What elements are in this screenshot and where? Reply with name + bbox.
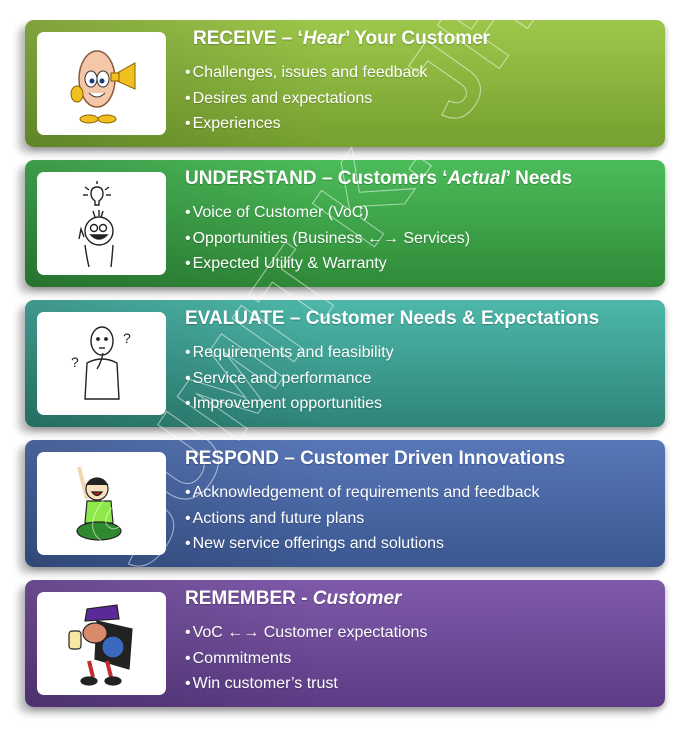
card-understand: UNDERSTAND – Customers ‘Actual’ Needs Vo… (25, 160, 665, 287)
card-title: RECEIVE – ‘Hear’ Your Customer (193, 28, 490, 50)
title-text: RECEIVE – ‘ (193, 28, 303, 49)
lantern-character-icon (67, 603, 133, 686)
bullet-item: New service offerings and solutions (185, 531, 539, 557)
bullet-item: Acknowledgement of requirements and feed… (185, 480, 540, 506)
title-text: RESPOND – Customer Driven Innovations (185, 448, 566, 469)
ear-megaphone-icon (70, 49, 135, 123)
bullet-item: Desires and expectations (185, 86, 427, 112)
title-emphasis: Customer (312, 588, 402, 609)
title-text-end: ’ Needs (505, 168, 573, 189)
bullet-item: Experiences (185, 111, 427, 137)
cheering-child-image (37, 452, 166, 555)
bullet-item: Win customer’s trust (185, 671, 427, 697)
bullet-item: Improvement opportunities (185, 391, 394, 417)
bullet-item: Challenges, issues and feedback (185, 60, 428, 86)
lantern-character-image (37, 592, 166, 695)
cheering-child-icon (75, 466, 122, 541)
title-emphasis: Actual (447, 168, 506, 189)
title-text-end: ’ Your Customer (345, 28, 491, 49)
bullet-list: Acknowledgement of requirements and feed… (185, 480, 540, 557)
card-remember: REMEMBER - Customer VoC ←→ Customer expe… (25, 580, 665, 707)
title-emphasis: Hear (302, 28, 346, 49)
title-text: EVALUATE – Customer Needs & Expectations (185, 308, 600, 329)
card-title: REMEMBER - Customer (185, 588, 401, 610)
thinking-person-image: ? ? (37, 312, 166, 415)
lightbulb-idea-icon (77, 180, 114, 267)
card-evaluate: ? ? EVALUATE – Customer Needs & Expectat… (25, 300, 665, 427)
idea-person-image (37, 172, 166, 275)
bullet-list: Voice of Customer (VoC) Opportunities (B… (185, 200, 470, 277)
bullet-list: Requirements and feasibility Service and… (185, 340, 394, 417)
bullet-item: Voice of Customer (VoC) (185, 200, 470, 226)
thinking-person-icon: ? ? (71, 325, 131, 400)
bullet-item: VoC ←→ Customer expectations (185, 620, 428, 646)
card-respond: RESPOND – Customer Driven Innovations Ac… (25, 440, 665, 567)
bullet-list: Challenges, issues and feedback Desires … (185, 60, 428, 137)
svg-text:?: ? (71, 354, 79, 370)
card-receive: RECEIVE – ‘Hear’ Your Customer Challenge… (25, 20, 665, 147)
bullet-item: Commitments (185, 646, 427, 672)
ear-megaphone-image (37, 32, 166, 135)
bullet-item: Service and performance (185, 366, 394, 392)
card-title: EVALUATE – Customer Needs & Expectations (185, 308, 599, 330)
bullet-item: Actions and future plans (185, 506, 539, 532)
card-title: UNDERSTAND – Customers ‘Actual’ Needs (185, 168, 572, 190)
card-title: RESPOND – Customer Driven Innovations (185, 448, 565, 470)
bullet-item: Expected Utility & Warranty (185, 251, 470, 277)
bullet-item: Opportunities (Business ←→ Services) (185, 226, 470, 252)
svg-text:?: ? (123, 330, 131, 346)
bullet-item: Requirements and feasibility (185, 340, 394, 366)
title-text: UNDERSTAND – Customers ‘ (185, 168, 448, 189)
title-text: REMEMBER - (185, 588, 313, 609)
bullet-list: VoC ←→ Customer expectations Commitments… (185, 620, 428, 697)
